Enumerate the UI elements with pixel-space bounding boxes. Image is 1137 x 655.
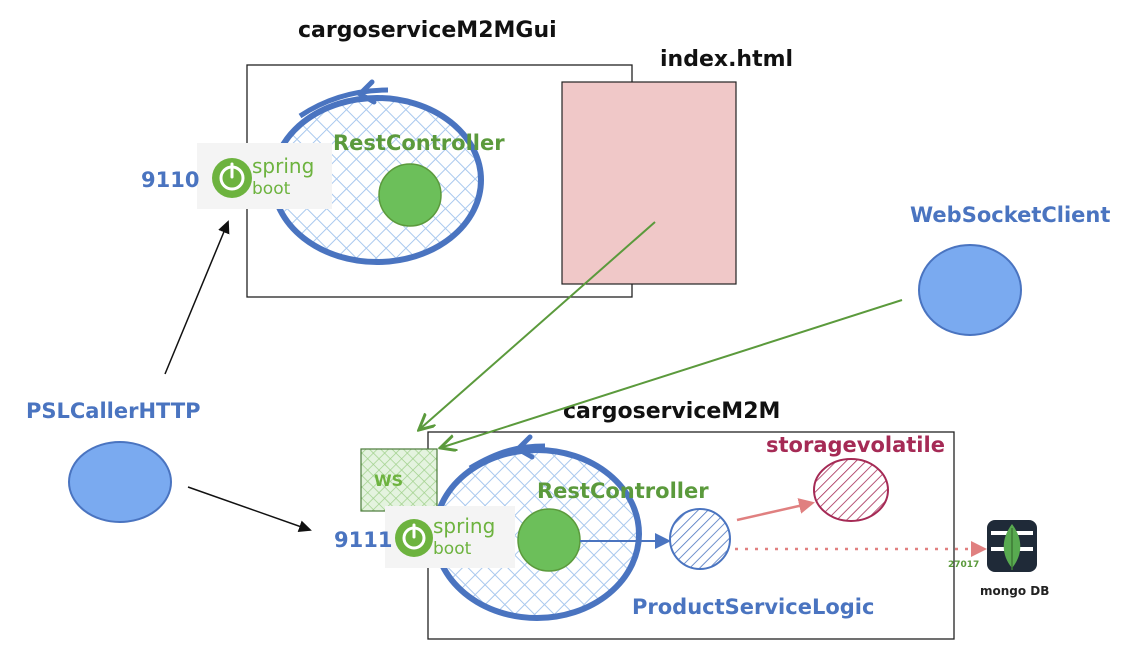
logic-to-storage-arrow	[736, 498, 815, 522]
websocket-client-label: WebSocketClient	[910, 203, 1110, 227]
gui-container-title: cargoserviceM2MGui	[298, 18, 557, 43]
cycle-arrow-icon	[355, 79, 377, 105]
m2m-container-title: cargoserviceM2M	[563, 399, 780, 424]
gui-boot-word: boot	[252, 179, 291, 199]
index-html-label: index.html	[660, 47, 793, 72]
mongodb-logo-icon	[987, 520, 1037, 572]
gui-port-label: 9110	[141, 168, 199, 192]
storage-volatile-node	[813, 458, 889, 522]
caller-to-m2m-arrow	[187, 486, 312, 533]
caller-http-node	[68, 441, 172, 523]
m2m-port-label: 9111	[334, 528, 392, 552]
mongodb-label: mongo DB	[980, 584, 1049, 598]
m2m-spring-word: spring	[433, 514, 495, 538]
caller-http-label: PSLCallerHTTP	[26, 399, 201, 423]
m2m-controller-label: RestController	[537, 479, 709, 503]
websocket-client-to-ws-arrow	[443, 299, 903, 447]
gui-controller-label: RestController	[333, 131, 505, 155]
product-service-logic-label: ProductServiceLogic	[632, 595, 874, 619]
mongodb-port-label: 27017	[948, 560, 979, 570]
websocket-client-node	[918, 244, 1022, 336]
gui-spring-word: spring	[252, 154, 314, 178]
m2m-controller-node	[517, 508, 581, 572]
m2m-boot-word: boot	[433, 539, 472, 559]
ws-label: WS	[374, 471, 403, 490]
gui-spring-boot-logo-icon: spring boot	[197, 143, 332, 209]
gui-controller-node	[378, 163, 442, 227]
ws-endpoint-block: WS	[360, 448, 438, 512]
index-html-block	[561, 81, 737, 285]
storage-volatile-label: storagevolatile	[766, 433, 945, 457]
product-service-logic-node	[669, 508, 731, 570]
index-to-ws-arrow	[421, 221, 656, 428]
m2m-spring-boot-logo-icon: spring boot	[385, 506, 515, 568]
cycle-arrow-icon	[513, 434, 535, 460]
caller-to-gui-arrow	[164, 220, 230, 375]
